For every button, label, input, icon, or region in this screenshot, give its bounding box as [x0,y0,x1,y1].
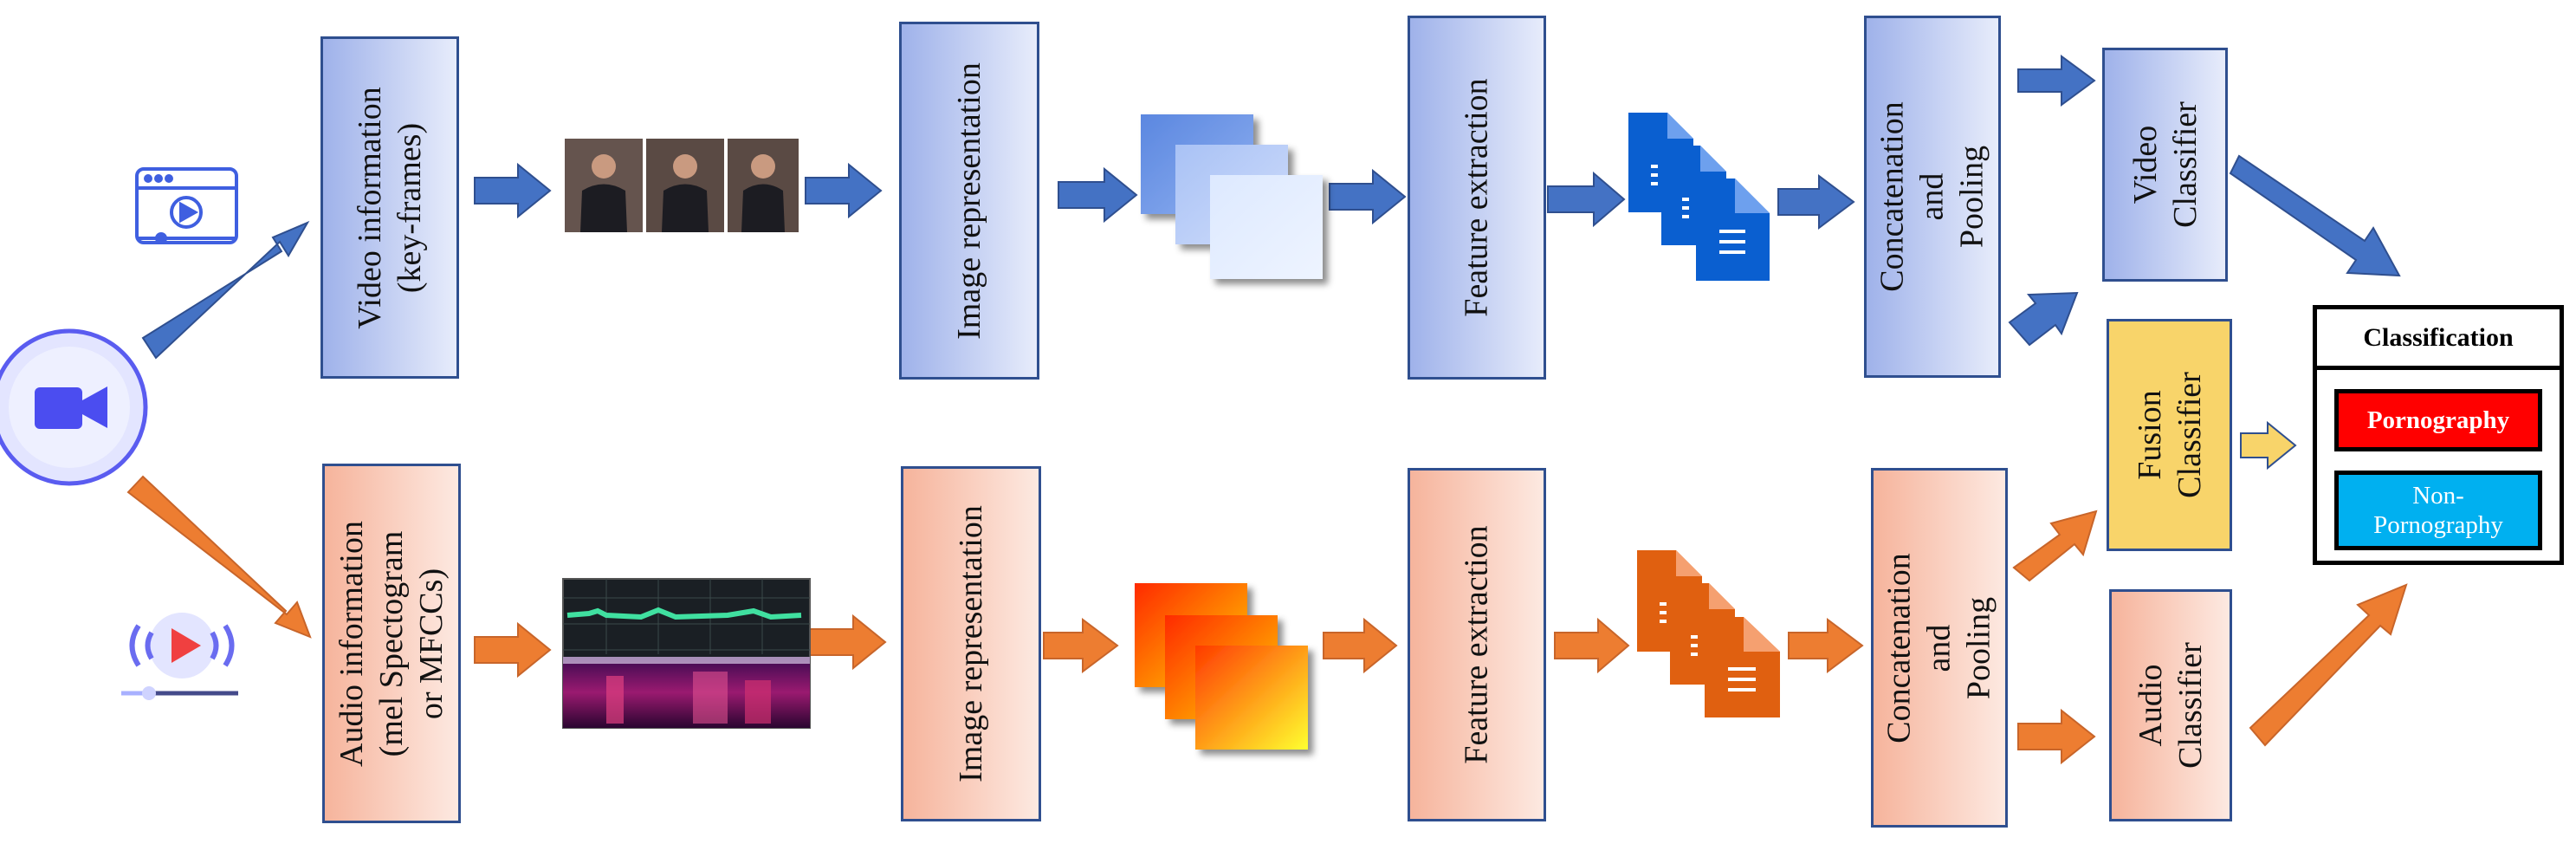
audio-image-repr-label: Image representation [953,505,989,782]
arrow-video-6 [1777,174,1855,230]
key-frames-thumbnails [565,139,799,232]
audio-feature-label: Feature extraction [1459,525,1495,764]
arrow-concat-to-audioclf [2017,708,2096,765]
video-info-line-2: (key-frames) [392,122,428,293]
arrow-source-to-audio [126,475,312,639]
arrow-audio-3 [1043,618,1119,673]
audio-concatenation-box: Concatenation and Pooling [1871,468,2008,828]
arrow-video-2 [805,162,883,219]
arrow-audio-4 [1323,617,1398,674]
classification-panel: Classification Pornography Non- Pornogra… [2313,305,2564,565]
arrow-audioclf-to-class [2249,583,2408,747]
arrow-fusion-to-class [2240,420,2297,471]
video-info-line-1: Video information [352,86,388,329]
video-classifier-line-2: Classifier [2166,101,2204,228]
arrow-concat-to-fusion [2008,291,2079,347]
spectrogram-image [562,578,811,729]
arrow-audio-6 [1788,618,1864,673]
arrow-source-to-video [141,220,310,360]
arrow-video-3 [1058,166,1138,224]
audio-classifier-line-1: Audio [2133,664,2170,747]
arrow-video-1 [474,162,552,219]
video-concat-line-3: Pooling [1954,145,1991,249]
video-image-stack [1141,114,1323,279]
arrow-audio-2 [809,614,887,671]
video-information-box: Video information (key-frames) [320,36,459,379]
audio-info-line-2: (mel Spectogram [373,530,410,756]
audio-concat-line-2: and [1921,624,1958,672]
arrow-video-5 [1547,171,1626,228]
audio-player-icon [121,613,238,700]
audio-image-representation-box: Image representation [901,466,1041,821]
arrow-audio-5 [1554,617,1630,674]
audio-image-stack [1135,583,1308,750]
video-concat-line-1: Concatenation [1874,101,1912,292]
video-image-representation-box: Image representation [899,22,1039,380]
audio-information-box: Audio information (mel Spectogram or MFC… [322,464,461,823]
class-non-pornography: Non- Pornography [2334,471,2542,550]
audio-info-line-1: Audio information [333,520,370,767]
audio-concat-line-1: Concatenation [1881,552,1919,743]
audio-classifier-line-2: Classifier [2172,642,2210,769]
arrow-videoclf-to-class [2229,154,2401,277]
arrow-audio-1 [474,621,552,678]
arrow-concat-to-fusion-audio [2012,510,2098,582]
fusion-classifier-line-1: Fusion [2131,390,2168,480]
video-feature-extraction-box: Feature extraction [1408,16,1546,380]
audio-document-stack-icon [1637,550,1780,717]
video-classifier-line-1: Video [2126,125,2164,205]
class-pornography: Pornography [2334,389,2542,451]
video-image-repr-label: Image representation [951,62,987,340]
video-player-icon [135,167,238,244]
audio-feature-extraction-box: Feature extraction [1408,468,1546,821]
audio-classifier-box: Audio Classifier [2109,589,2232,821]
video-camera-icon [0,328,148,486]
video-classifier-box: Video Classifier [2102,48,2228,282]
class-non-pornography-line-1: Non- [2412,482,2464,510]
fusion-classifier-line-2: Classifier [2171,372,2208,498]
video-feature-label: Feature extraction [1459,78,1495,317]
fusion-classifier-box: Fusion Classifier [2107,319,2232,551]
arrow-video-4 [1329,168,1407,225]
audio-info-line-3: or MFCCs) [413,568,450,719]
classification-title: Classification [2317,309,2560,370]
video-concat-line-2: and [1914,172,1951,221]
video-document-stack-icon [1628,113,1770,281]
audio-concat-line-3: Pooling [1961,596,1998,699]
class-non-pornography-line-2: Pornography [2373,511,2503,539]
arrow-concat-to-videoclf [2017,55,2096,107]
video-concatenation-box: Concatenation and Pooling [1864,16,2001,378]
